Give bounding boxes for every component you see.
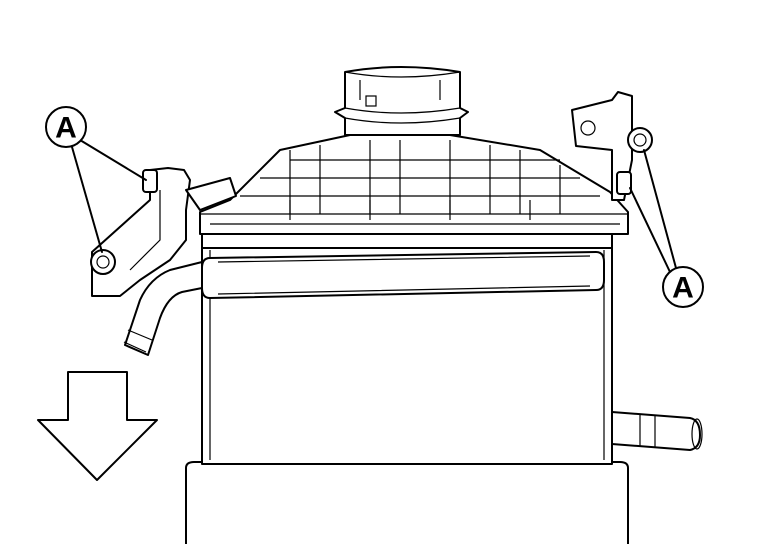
radiator-upper-tank — [199, 134, 629, 235]
callout-a-left: A — [45, 106, 147, 253]
radiator-lower-tank — [185, 461, 629, 544]
leader-line — [79, 139, 147, 181]
right-bracket — [571, 91, 653, 201]
left-hose-outlet — [123, 261, 203, 356]
right-hose-outlet — [611, 411, 703, 451]
leader-line — [629, 187, 671, 273]
filler-neck — [334, 66, 469, 136]
callout-label: A — [672, 272, 694, 305]
callout-circle — [662, 266, 704, 308]
front-direction-arrow — [37, 371, 158, 481]
callout-a-right: A — [629, 149, 704, 308]
callout-circle — [45, 106, 87, 148]
leader-line — [643, 149, 677, 269]
callout-label: A — [55, 112, 77, 145]
leader-line — [71, 146, 103, 253]
radiator-core — [201, 233, 613, 465]
left-bracket — [90, 167, 237, 297]
